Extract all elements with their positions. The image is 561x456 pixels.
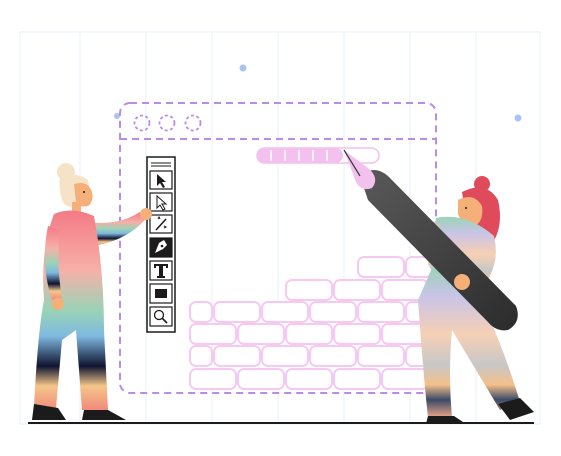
pen-nib bbox=[344, 150, 376, 190]
face bbox=[74, 183, 93, 207]
giant-pen bbox=[343, 149, 518, 331]
pen-body bbox=[360, 170, 518, 331]
hand bbox=[140, 208, 152, 220]
shoe bbox=[498, 398, 534, 420]
accent-dot bbox=[514, 114, 522, 122]
magnifier-icon bbox=[149, 306, 173, 327]
pen-grip-hand bbox=[454, 274, 470, 290]
type-icon bbox=[149, 260, 173, 281]
window-dot-icon bbox=[184, 114, 202, 132]
window-dot-icon bbox=[133, 114, 151, 132]
shoe bbox=[32, 404, 66, 420]
magic-wand-icon bbox=[149, 214, 173, 234]
left-character bbox=[32, 163, 152, 420]
brick-wall bbox=[189, 256, 433, 390]
pen-tool-icon bbox=[149, 237, 173, 258]
progress-bar bbox=[256, 147, 380, 164]
arm bbox=[88, 212, 145, 246]
arrow-icon bbox=[149, 170, 173, 190]
body bbox=[34, 210, 108, 410]
hollow-arrow-icon bbox=[149, 192, 173, 212]
face bbox=[458, 197, 483, 226]
accent-dot bbox=[114, 113, 120, 119]
rectangle-icon bbox=[149, 283, 173, 304]
shoe bbox=[426, 416, 466, 424]
shoe bbox=[82, 410, 126, 420]
window-dot-icon bbox=[158, 114, 176, 132]
window-control-dots bbox=[133, 114, 202, 132]
accent-dot bbox=[239, 64, 247, 72]
legs bbox=[418, 266, 520, 418]
tool-palette bbox=[146, 156, 176, 333]
